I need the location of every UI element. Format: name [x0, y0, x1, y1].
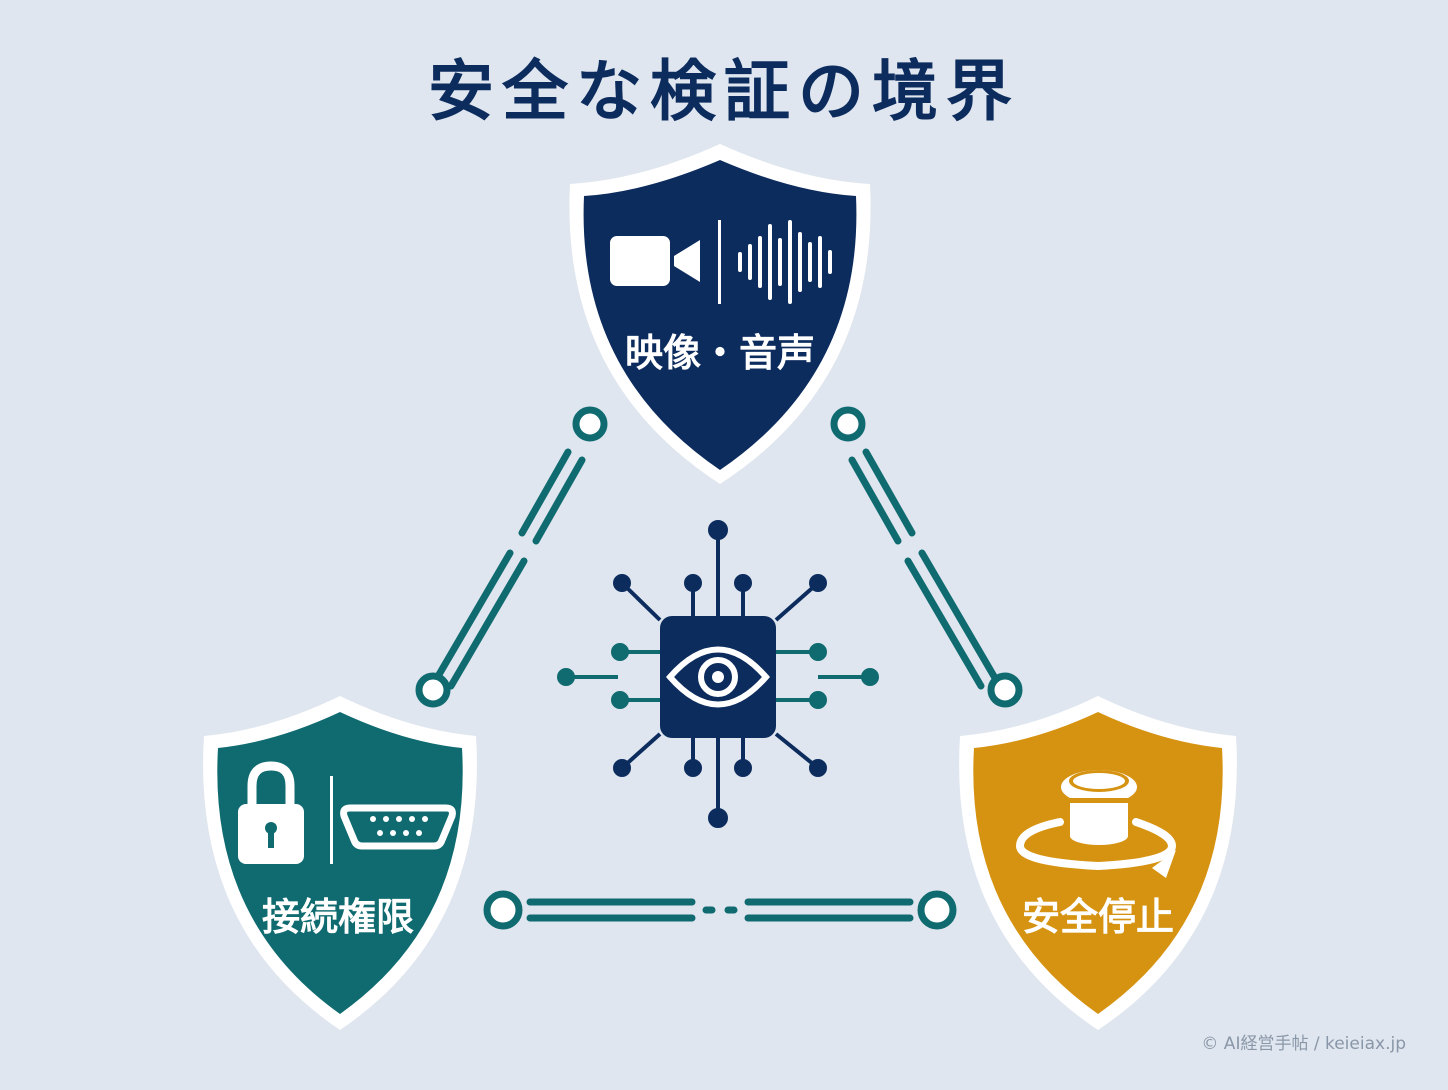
padlock-icon — [238, 761, 304, 864]
page-title: 安全な検証の境界 — [428, 53, 1020, 130]
shield-access: 接続権限 — [203, 696, 477, 1030]
serial-port-icon — [340, 804, 456, 850]
shield-stop-label: 安全停止 — [1022, 895, 1174, 939]
sound-wave-icon — [738, 220, 832, 304]
shield-media-label: 映像・音声 — [625, 331, 815, 375]
connector-media-access — [415, 406, 608, 708]
icon-divider — [330, 776, 333, 864]
icon-divider — [718, 220, 721, 304]
video-camera-icon — [610, 236, 700, 286]
eye-chip-icon — [557, 520, 879, 828]
shield-stop: 安全停止 — [959, 696, 1237, 1030]
shield-media: 映像・音声 — [569, 144, 871, 484]
shield-access-label: 接続権限 — [262, 895, 414, 939]
connector-access-stop — [483, 890, 957, 930]
emergency-stop-button-icon — [1015, 770, 1177, 878]
connector-media-stop — [830, 406, 1023, 708]
credit-text: © AI経営手帖 / keieiax.jp — [1201, 1034, 1406, 1054]
